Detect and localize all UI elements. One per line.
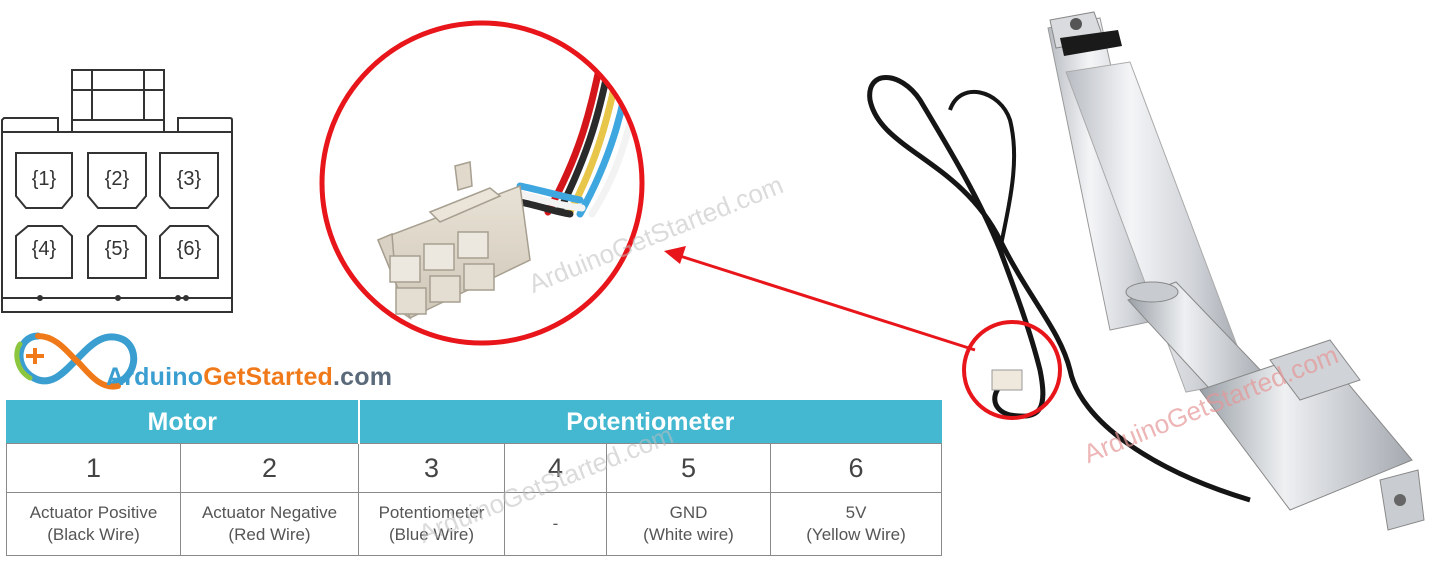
- connector-pin-label: {5}: [104, 238, 130, 260]
- pin-description: 5V(Yellow Wire): [770, 492, 943, 556]
- connector-pin-label: {4}: [31, 238, 57, 260]
- connector-pin-label: {6}: [176, 238, 202, 260]
- brand-part: Arduino: [106, 363, 204, 391]
- linear-actuator: [867, 11, 1425, 531]
- pin-number: 2: [179, 443, 360, 493]
- group-header-potentiometer: Potentiometer: [358, 400, 943, 444]
- molex-plug: [377, 161, 531, 320]
- arduino-logo-icon: [14, 332, 138, 390]
- connector-pin-label: {3}: [176, 168, 202, 190]
- brand-part: GetStarted: [203, 363, 334, 391]
- pin-description: Actuator Positive(Black Wire): [6, 492, 181, 556]
- pin-number: 4: [504, 443, 608, 493]
- brand-part: .com: [333, 363, 393, 391]
- zoom-circle: [319, 20, 645, 346]
- brand-logo-text: ArduinoGetStarted.com: [106, 363, 392, 392]
- pin-description: Potentiometer(Blue Wire): [358, 492, 506, 556]
- pointer-arrow: [664, 246, 976, 352]
- pin-number: 1: [6, 443, 181, 493]
- connector-outline-diagram: [1, 69, 233, 313]
- connector-pin-label: {1}: [31, 168, 57, 190]
- pinout-table: Motor Potentiometer 1 2 3 4 5 6 Actuator…: [5, 400, 943, 556]
- pin-description: -: [504, 492, 608, 556]
- pin-number: 6: [770, 443, 943, 493]
- pin-description: GND(White wire): [606, 492, 772, 556]
- group-header-motor: Motor: [5, 400, 360, 444]
- pin-description: Actuator Negative(Red Wire): [179, 492, 360, 556]
- actuator-highlight-circle: [962, 320, 1062, 420]
- zoom-circle-outline: [319, 20, 645, 346]
- connector-pin-label: {2}: [104, 168, 130, 190]
- pin-number: 3: [358, 443, 506, 493]
